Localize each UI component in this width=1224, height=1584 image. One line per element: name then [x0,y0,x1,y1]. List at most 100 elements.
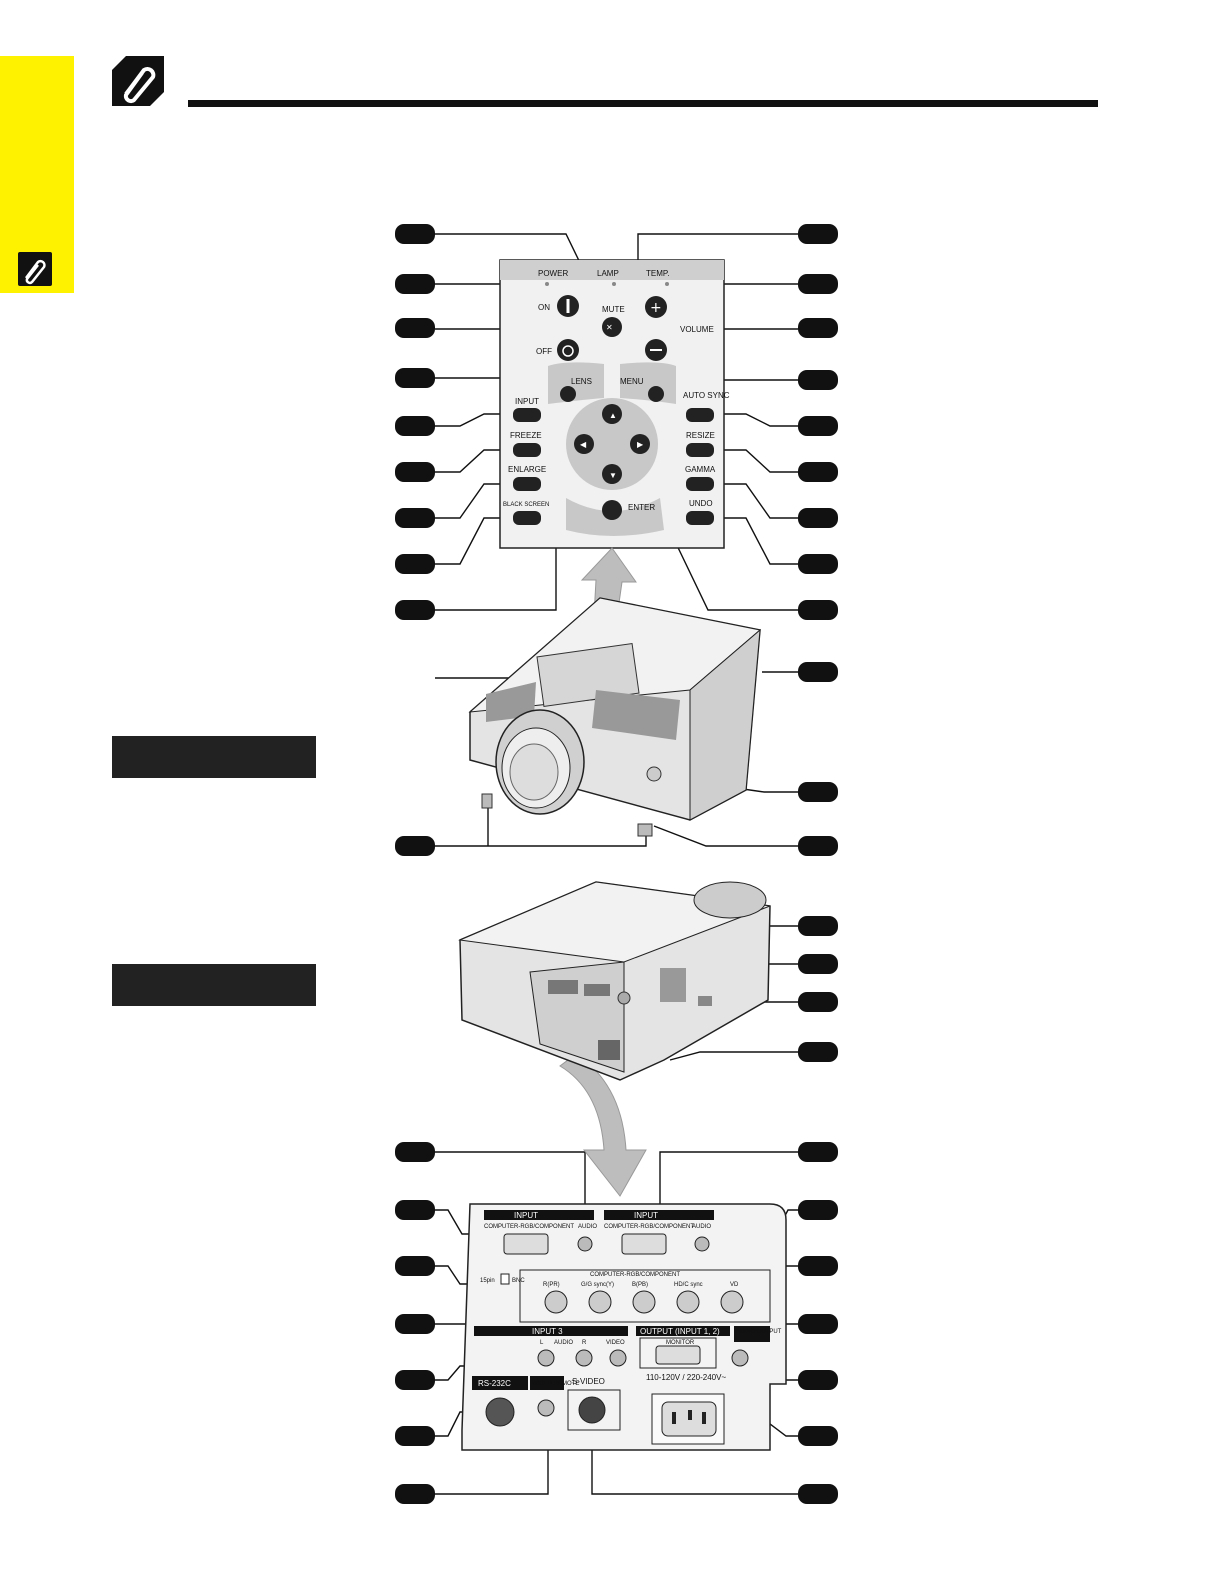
input-label: INPUT [515,397,539,406]
callout-box [395,368,435,388]
video-jack[interactable] [609,1349,627,1367]
input2-audio-jack[interactable] [694,1236,710,1252]
input1-switch-label: 15pin [480,1278,495,1284]
mute-button[interactable] [602,317,622,337]
direction-pad[interactable] [566,398,658,490]
bnc-jack[interactable] [720,1290,744,1314]
callout-box [395,1142,435,1162]
black-screen-button[interactable] [513,511,541,525]
bnc-jack[interactable] [632,1290,656,1314]
vent-grille [592,690,680,740]
callout-box [798,916,838,936]
paperclip-header-icon [112,56,164,106]
voltage-label: 110-120V / 220-240V~ [646,1373,726,1382]
callout-box [395,600,435,620]
callout-box [395,508,435,528]
right-button[interactable] [630,434,650,454]
rgb-select-switch[interactable] [500,1273,510,1285]
audio-r-jack[interactable] [575,1349,593,1367]
callout-box [395,554,435,574]
callout-box [798,1042,838,1062]
bnc-jack-label-2: B(PB) [632,1282,648,1288]
rear-terminal-panel: INPUT COMPUTER-RGB/COMPONENT AUDIO 15pin… [461,1203,787,1451]
callout-box [798,782,838,802]
down-button[interactable] [602,464,622,484]
audio-l-jack[interactable] [537,1349,555,1367]
remote-sensor-rear [617,991,631,1005]
callout-box [395,1200,435,1220]
remote-sensor [646,766,662,782]
header-rule [188,100,1098,107]
input3-video-label: VIDEO [606,1340,625,1346]
enter-button[interactable] [602,500,622,520]
audio-output-jack[interactable] [731,1349,749,1367]
callout-box [395,416,435,436]
input1-dsub-port[interactable] [503,1233,549,1255]
resize-button[interactable] [686,443,714,457]
gamma-button[interactable] [686,477,714,491]
input1-audio-jack[interactable] [577,1236,593,1252]
freeze-button[interactable] [513,443,541,457]
lens-button[interactable] [560,386,576,402]
input2-title: INPUT [634,1211,658,1220]
callout-box [798,224,838,244]
indicator-lamp-label: LAMP [597,269,619,278]
undo-button[interactable] [686,511,714,525]
paperclip-icon [18,252,52,286]
projector-front-view [468,597,762,837]
bnc-jack[interactable] [544,1290,568,1314]
lens-rear [693,881,767,919]
wired-remote-label: WIRED REMOTE [532,1381,579,1387]
callout-box [798,318,838,338]
output-sub: MONITOR [666,1340,695,1346]
input3-l-label: L [540,1340,544,1346]
wired-remote-jack[interactable] [537,1399,555,1417]
svg-text:◀: ◀ [580,440,587,449]
bnc-jack-label-3: HD/C sync [674,1282,703,1288]
input1-title: INPUT [514,1211,538,1220]
power-indicator [545,282,549,286]
output-title: OUTPUT (INPUT 1, 2) [640,1327,720,1336]
gamma-label: GAMMA [685,465,716,474]
menu-button[interactable] [648,386,664,402]
rs232c-port[interactable] [485,1397,515,1427]
adjustment-foot [637,823,653,837]
lamp-indicator [612,282,616,286]
input3-title: INPUT 3 [532,1327,563,1336]
s-video-port[interactable] [578,1396,606,1424]
volume-up-button[interactable] [645,296,667,318]
input2-dsub-port[interactable] [621,1233,667,1255]
mute-icon: ✕ [606,323,613,332]
callout-box [798,954,838,974]
lamp-cover-screw [698,996,712,1006]
svg-text:▲: ▲ [609,411,617,420]
callout-box [798,462,838,482]
auto-sync-label: AUTO SYNC [683,391,730,400]
monitor-output-port[interactable] [655,1345,701,1365]
bnc-jack-label-1: G/G sync(Y) [581,1282,614,1288]
s-video-label: S-VIDEO [572,1377,605,1386]
control-panel: POWER LAMP TEMP. ON OFF MUTE ✕ + VOLUME … [499,259,730,549]
callout-box [395,1484,435,1504]
bnc-jack[interactable] [676,1290,700,1314]
enlarge-button[interactable] [513,477,541,491]
callout-box [798,1256,838,1276]
left-button[interactable] [574,434,594,454]
input2-audio-label: AUDIO [692,1224,711,1230]
rs232c-label: RS-232C [478,1379,511,1388]
off-button[interactable] [557,339,579,361]
up-button[interactable] [602,404,622,424]
input1-audio-label: AUDIO [578,1224,597,1230]
auto-sync-button[interactable] [686,408,714,422]
callout-box [395,318,435,338]
input2-sub: COMPUTER-RGB/COMPONENT [604,1224,694,1230]
black-screen-label: BLACK SCREEN [503,502,549,508]
input-button[interactable] [513,408,541,422]
bnc-jack[interactable] [588,1290,612,1314]
callout-box [395,1426,435,1446]
callout-box [798,992,838,1012]
vent-rear [660,968,686,1002]
callout-box [395,1256,435,1276]
control-panel-mini [536,642,640,708]
